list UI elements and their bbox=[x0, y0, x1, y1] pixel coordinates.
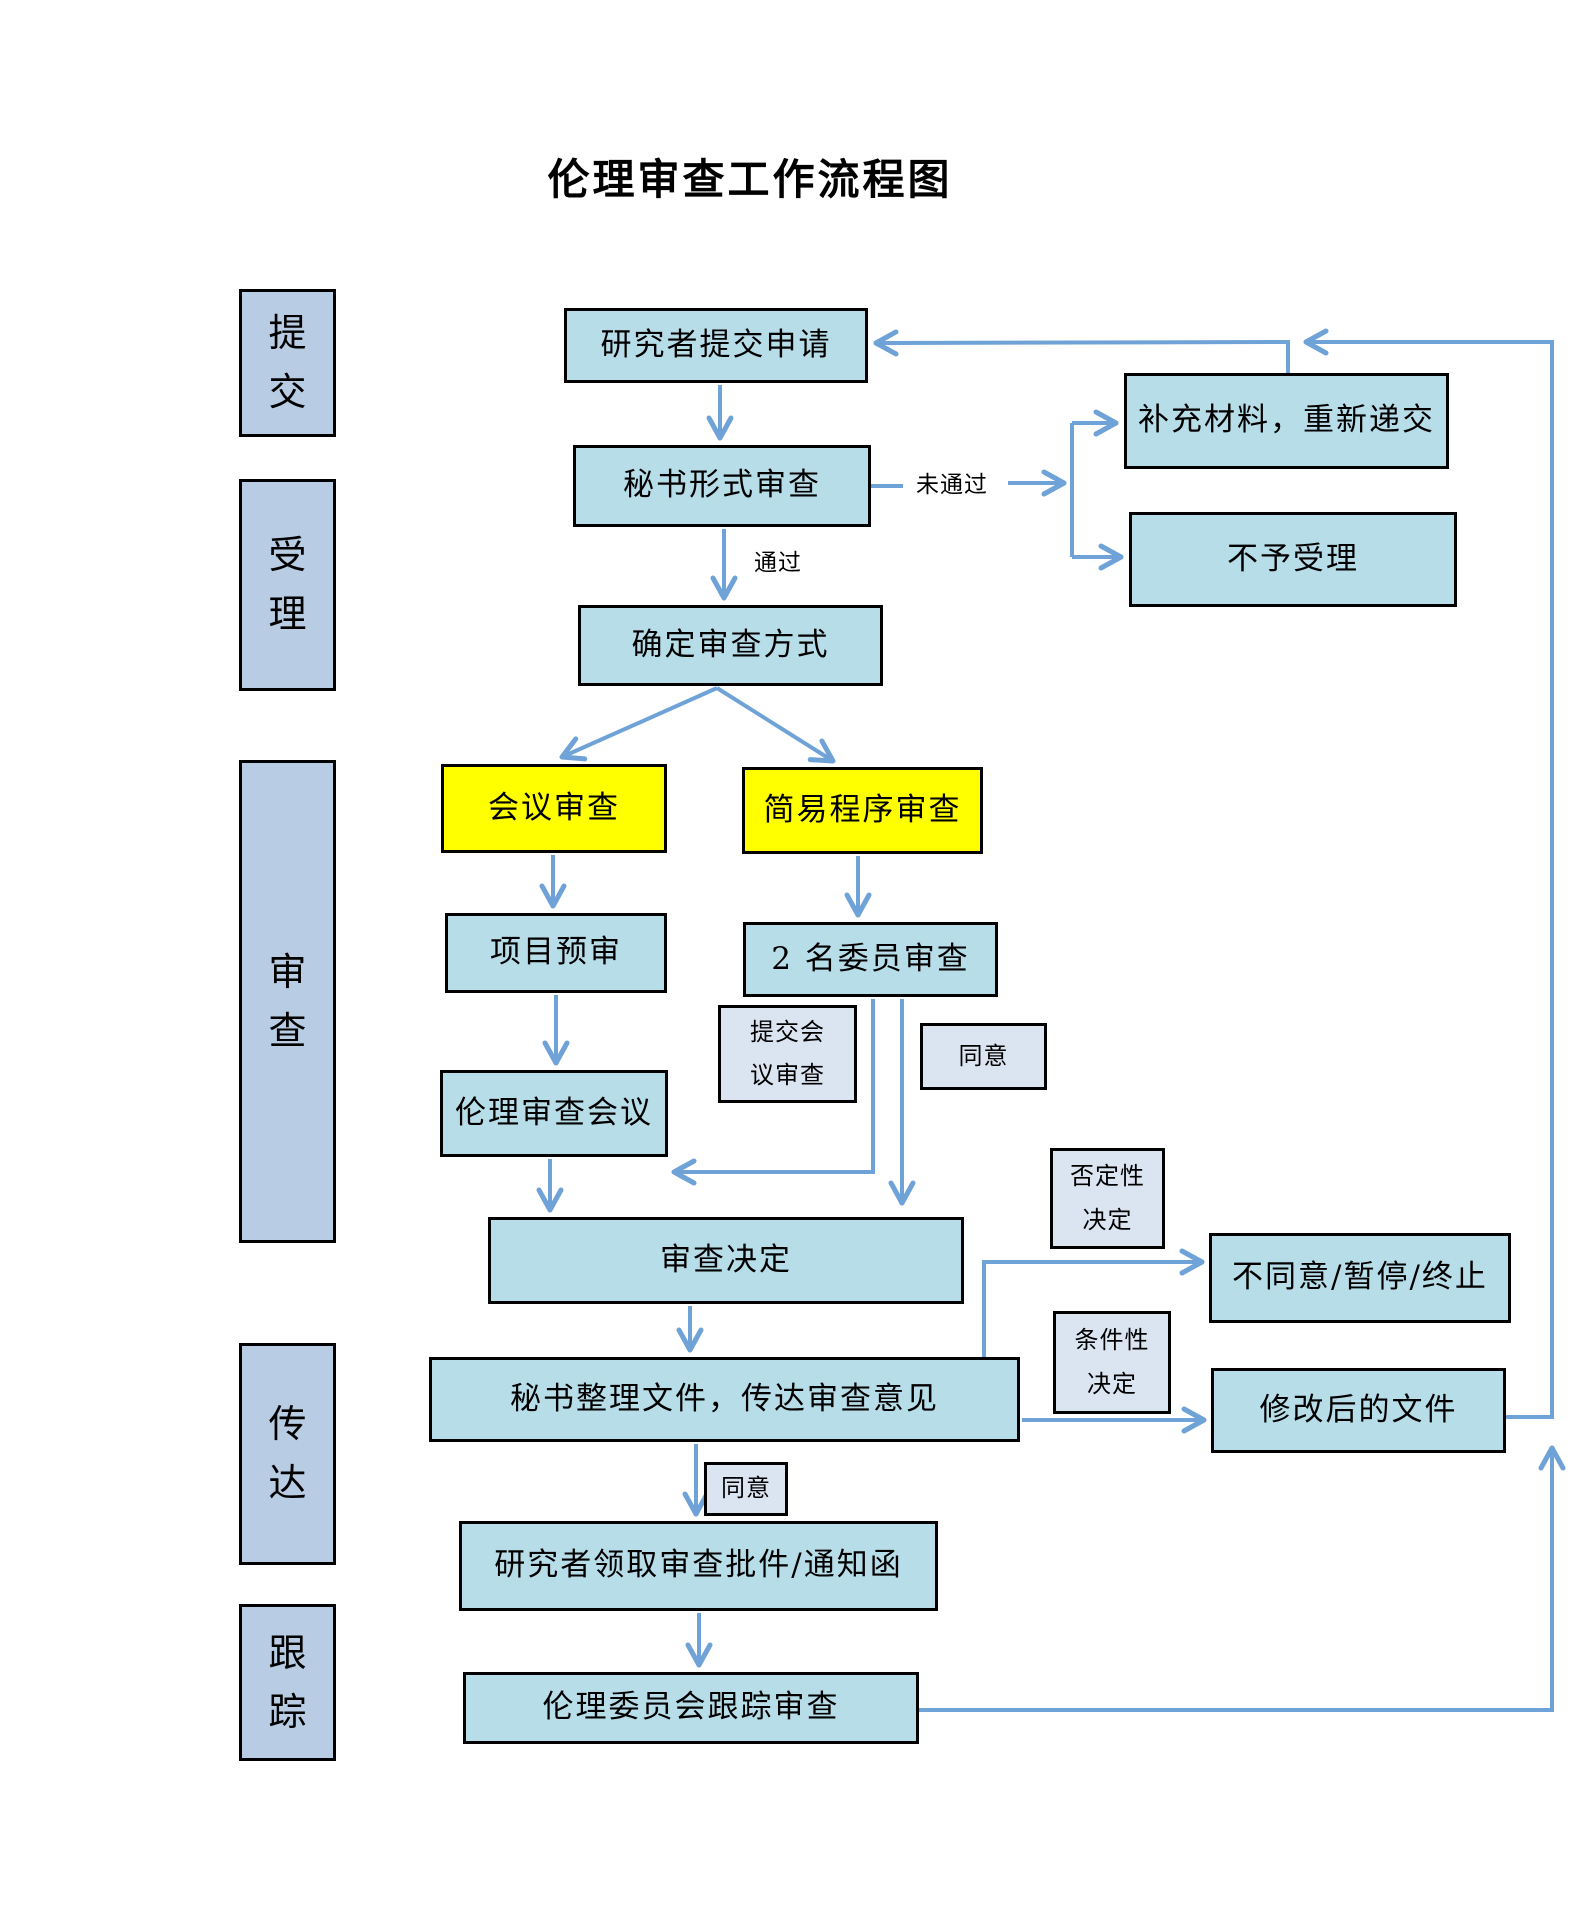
stage-accept: 受 理 bbox=[239, 479, 336, 691]
connector-11 bbox=[982, 1248, 1205, 1357]
tag-conditional-decision: 条件性 决定 bbox=[1053, 1311, 1171, 1414]
meeting-review: 会议审查 bbox=[441, 764, 667, 853]
supplement-resubmit: 补充材料，重新递交 bbox=[1124, 373, 1449, 469]
disagree-suspend-terminate: 不同意/暂停/终止 bbox=[1209, 1233, 1511, 1323]
simplified-procedure-review: 简易程序审查 bbox=[742, 767, 983, 854]
stage-track: 跟 踪 bbox=[239, 1604, 336, 1761]
revised-documents: 修改后的文件 bbox=[1211, 1368, 1506, 1453]
page-title: 伦理审查工作流程图 bbox=[547, 155, 953, 204]
label-not-passed: 未通过 bbox=[916, 472, 988, 499]
label-passed: 通过 bbox=[754, 550, 802, 577]
tag-submit-meeting-review: 提交会 议审查 bbox=[718, 1005, 857, 1103]
submit-application: 研究者提交申请 bbox=[564, 308, 868, 383]
review-decision: 审查决定 bbox=[488, 1217, 964, 1304]
connector-15 bbox=[919, 1445, 1566, 1712]
stage-convey: 传 达 bbox=[239, 1343, 336, 1565]
project-preview: 项目预审 bbox=[445, 913, 667, 993]
two-members-review: 2 名委员审查 bbox=[743, 922, 998, 997]
secretary-convey-opinion: 秘书整理文件，传达审查意见 bbox=[429, 1357, 1020, 1442]
ethics-review-meeting: 伦理审查会议 bbox=[440, 1070, 668, 1157]
connector-16 bbox=[1303, 328, 1554, 1419]
tag-negative-decision: 否定性 决定 bbox=[1050, 1148, 1165, 1249]
committee-followup-review: 伦理委员会跟踪审查 bbox=[463, 1672, 919, 1744]
tag-agree-lower: 同意 bbox=[704, 1462, 788, 1516]
not-accepted: 不予受理 bbox=[1129, 512, 1457, 607]
connector-2 bbox=[559, 686, 718, 762]
stage-review: 审 查 bbox=[239, 760, 336, 1243]
connector-17 bbox=[873, 329, 1290, 373]
connector-3 bbox=[715, 686, 836, 764]
stage-submit: 提 交 bbox=[239, 289, 336, 437]
tag-agree-upper: 同意 bbox=[920, 1023, 1047, 1090]
receive-approval-notice: 研究者领取审查批件/通知函 bbox=[459, 1521, 938, 1611]
determine-review-method: 确定审查方式 bbox=[578, 605, 883, 686]
secretary-format-review: 秘书形式审查 bbox=[573, 445, 871, 527]
connector-8 bbox=[671, 999, 875, 1186]
